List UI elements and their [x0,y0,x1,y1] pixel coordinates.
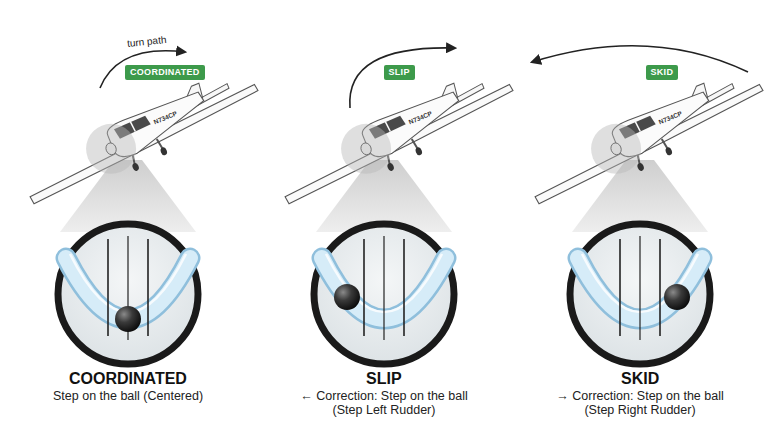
panel-heading: SLIP [366,370,402,388]
registration-mark: N734CP [152,109,177,125]
tag-text: SKID [651,67,674,78]
turn-path-arrow [350,48,455,108]
maneuver-tag: SLIP [384,65,415,80]
panel-heading: SKID [621,370,659,388]
maneuver-tag: COORDINATED [125,65,205,80]
panel-caption: → Correction: Step on the ball (Step Rig… [545,389,735,417]
registration-mark: N734CP [407,109,432,125]
airplane [519,64,768,212]
inclinometer [314,224,454,364]
inclinometer [58,224,198,364]
maneuver-tag: SKID [646,65,679,80]
turn-path-arrow [532,46,748,72]
panel-heading: COORDINATED [69,370,187,388]
tag-text: COORDINATED [130,67,200,78]
panel-caption: ← Correction: Step on the ball (Step Lef… [289,389,479,417]
inclinometer-ball [664,284,690,310]
tag-text: SLIP [389,67,410,78]
inclinometer-ball [115,306,141,332]
registration-mark: N734CP [657,109,682,125]
inclinometer [570,224,710,364]
turn-path-label: turn path [126,34,167,50]
inclinometer-ball [334,284,360,310]
panel-caption: Step on the ball (Centered) [53,389,203,403]
airplane [269,64,523,212]
airplane [14,64,268,212]
